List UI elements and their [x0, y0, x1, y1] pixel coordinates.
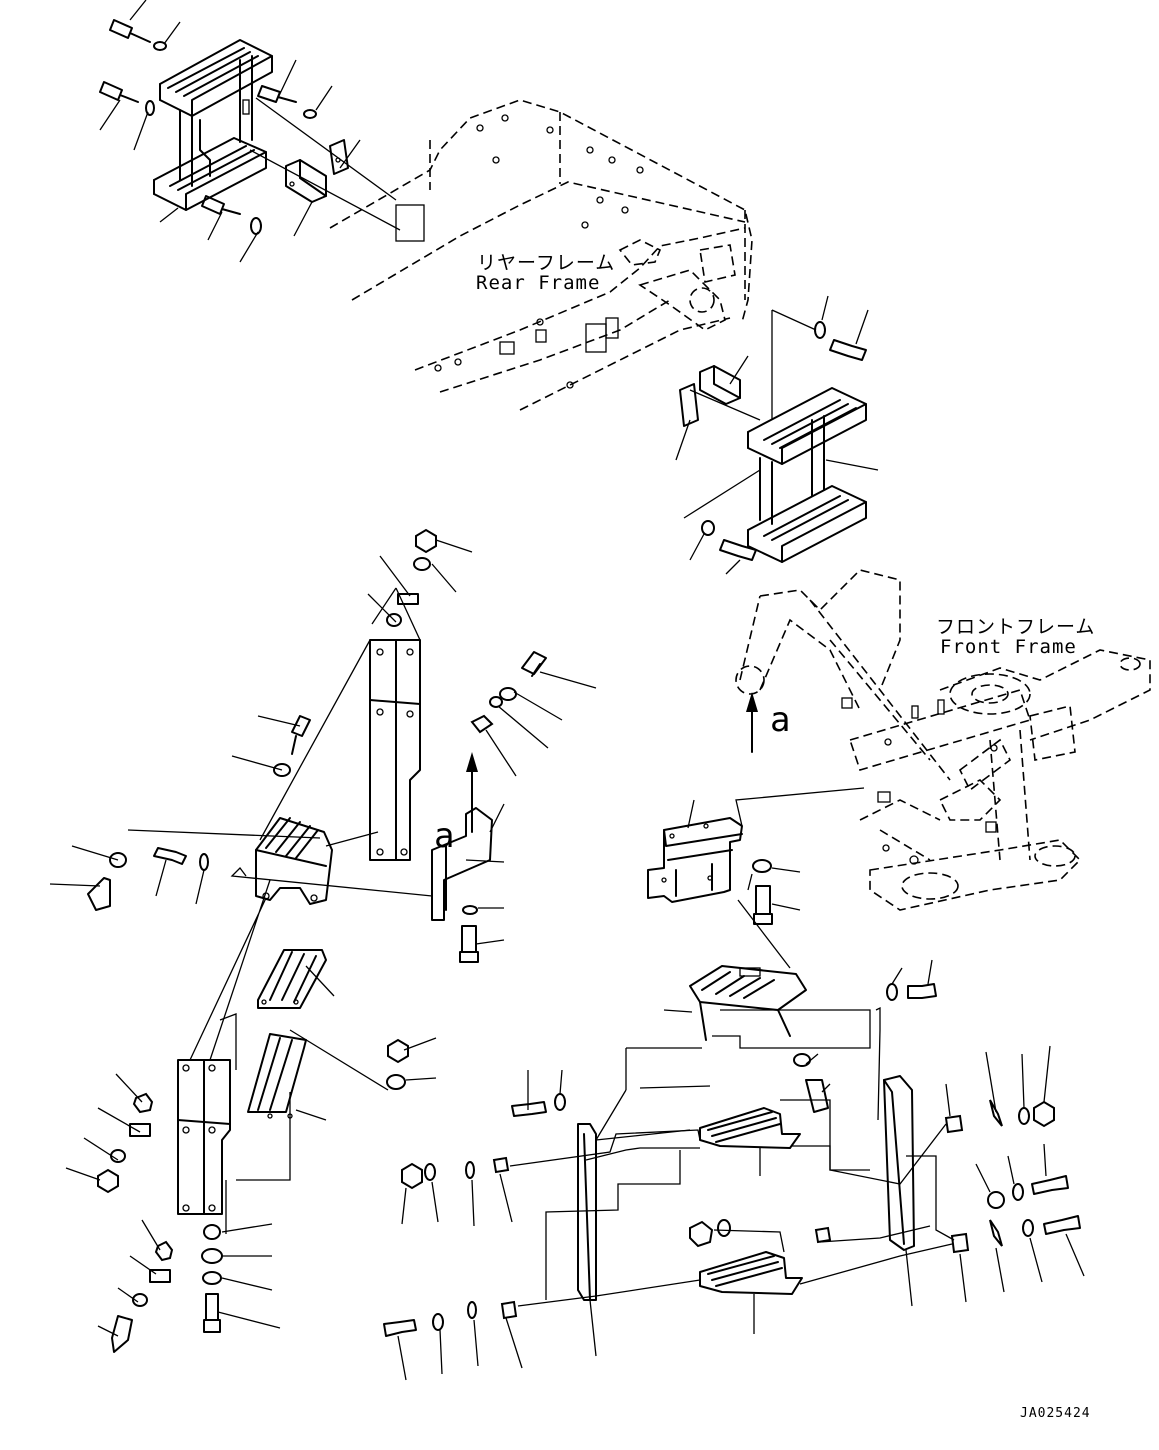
upper-step-tread	[699, 1107, 801, 1176]
center-right-step-frame	[663, 899, 831, 1113]
front-frame-label-jp: フロントフレーム	[936, 616, 1096, 638]
front-frame-outline	[735, 569, 1151, 911]
upper-left-fasteners	[99, 19, 317, 235]
front-frame-pins	[841, 697, 998, 865]
upper-ladder-plate	[369, 639, 421, 861]
center-mount-plate	[431, 807, 505, 963]
lower-left-leader-lines	[65, 965, 437, 1337]
right-step-fasteners	[701, 321, 867, 561]
lower-left-fasteners	[97, 1038, 409, 1353]
view-marker-left: a	[434, 816, 455, 856]
center-bracket-assembly	[255, 817, 333, 905]
upper-left-step-ladder	[153, 39, 273, 211]
center-right-upper-bracket	[647, 787, 865, 925]
view-arrow-left	[466, 752, 478, 833]
center-left-fasteners	[49, 651, 597, 911]
upper-left-leader-lines	[99, 0, 401, 263]
lower-right-left-fastener-stack	[383, 1093, 832, 1337]
lower-right-right-fastener-stack	[944, 1099, 1081, 1254]
right-step-bracket	[679, 365, 741, 427]
left-vertical-rail	[577, 1123, 597, 1301]
lower-left-ladder	[177, 1059, 231, 1215]
rear-frame-label-en: Rear Frame	[476, 272, 601, 294]
drawing-code: JA025424	[1020, 1406, 1091, 1421]
rear-frame-outline	[329, 99, 753, 411]
view-arrow-right	[746, 692, 758, 753]
center-right-fasteners-upper	[875, 959, 937, 1121]
rear-frame-label-jp: リヤーフレーム	[477, 252, 616, 274]
center-right-leader-lines	[595, 1009, 871, 1171]
right-vertical-rail	[883, 1075, 915, 1251]
lower-step-tread	[699, 1251, 803, 1334]
upper-left-bracket	[285, 139, 349, 203]
lower-right-leader-lines	[397, 1045, 1085, 1381]
front-frame-label-en: Front Frame	[940, 636, 1077, 658]
view-marker-right: a	[770, 700, 791, 740]
right-step-ladder	[747, 387, 867, 563]
right-step-leader-lines	[675, 295, 879, 575]
lower-left-step-brackets	[247, 949, 327, 1119]
rear-frame-bolt-holes	[395, 114, 644, 389]
upper-ladder-fasteners	[367, 528, 473, 627]
center-left-leader-lines	[189, 587, 505, 1061]
